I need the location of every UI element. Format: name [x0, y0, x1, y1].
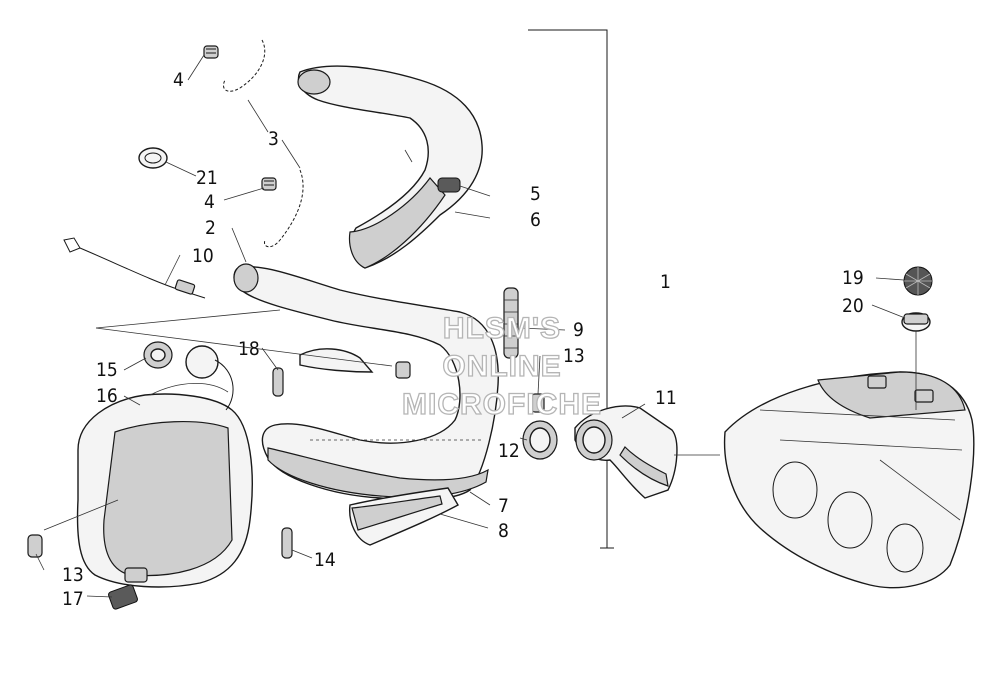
watermark-line-3: MICROFICHE — [402, 388, 602, 421]
callout-4-mid: 4 — [204, 191, 215, 213]
spring-13-lower — [27, 534, 43, 558]
chain-spring-lower — [263, 169, 304, 248]
temperature-cable — [63, 237, 206, 299]
shield-clip — [437, 177, 461, 193]
callout-16: 16 — [96, 385, 118, 407]
cap-fitting — [901, 312, 931, 332]
exhaust-manifold — [574, 405, 678, 499]
muffler-inlet-clamp — [185, 345, 234, 411]
heat-shield — [297, 65, 483, 269]
callout-2: 2 — [205, 217, 216, 239]
pipe-mount-bracket — [299, 348, 411, 379]
callout-3: 3 — [268, 128, 279, 150]
callout-labels: 1 2 3 4 4 5 6 7 8 9 10 11 12 13 13 14 15… — [62, 69, 864, 610]
spring-18 — [272, 367, 284, 397]
callout-1: 1 — [660, 271, 671, 293]
exhaust-gasket — [522, 420, 558, 460]
muffler-bracket — [108, 567, 148, 610]
callout-20: 20 — [842, 295, 864, 317]
callout-21: 21 — [196, 167, 218, 189]
callout-11: 11 — [655, 387, 677, 409]
callout-6: 6 — [530, 209, 541, 231]
lower-heat-shield — [349, 487, 459, 546]
callout-19: 19 — [842, 267, 864, 289]
engine-block — [723, 371, 975, 589]
callout-4-top: 4 — [173, 69, 184, 91]
watermark-line-2: ONLINE — [442, 350, 561, 383]
leader-lines — [35, 54, 917, 598]
watermark-line-1: HLSM'S — [443, 312, 561, 345]
muffler-gasket — [143, 341, 173, 369]
callout-17: 17 — [62, 588, 84, 610]
expansion-chamber — [233, 263, 499, 501]
assembly-bracket — [528, 29, 614, 549]
spring-14 — [281, 527, 293, 559]
callout-5: 5 — [530, 183, 541, 205]
callout-15: 15 — [96, 359, 118, 381]
grommet-ring — [138, 147, 168, 169]
callout-12: 12 — [498, 440, 520, 462]
muffler — [76, 382, 253, 588]
spring-clip-top — [203, 45, 219, 59]
spring-clip-mid — [261, 177, 277, 191]
watermark: HLSM'S ONLINE MICROFICHE — [401, 311, 602, 421]
vent-cap — [903, 266, 933, 296]
callout-13-lower: 13 — [62, 564, 84, 586]
callout-7: 7 — [498, 495, 509, 517]
callout-8: 8 — [498, 520, 509, 542]
callout-18: 18 — [238, 338, 260, 360]
callout-10: 10 — [192, 245, 214, 267]
chain-spring-upper — [223, 39, 266, 92]
callout-14: 14 — [314, 549, 336, 571]
spring-9 — [503, 287, 519, 359]
callout-13-upper: 13 — [563, 345, 585, 367]
callout-9: 9 — [573, 319, 584, 341]
